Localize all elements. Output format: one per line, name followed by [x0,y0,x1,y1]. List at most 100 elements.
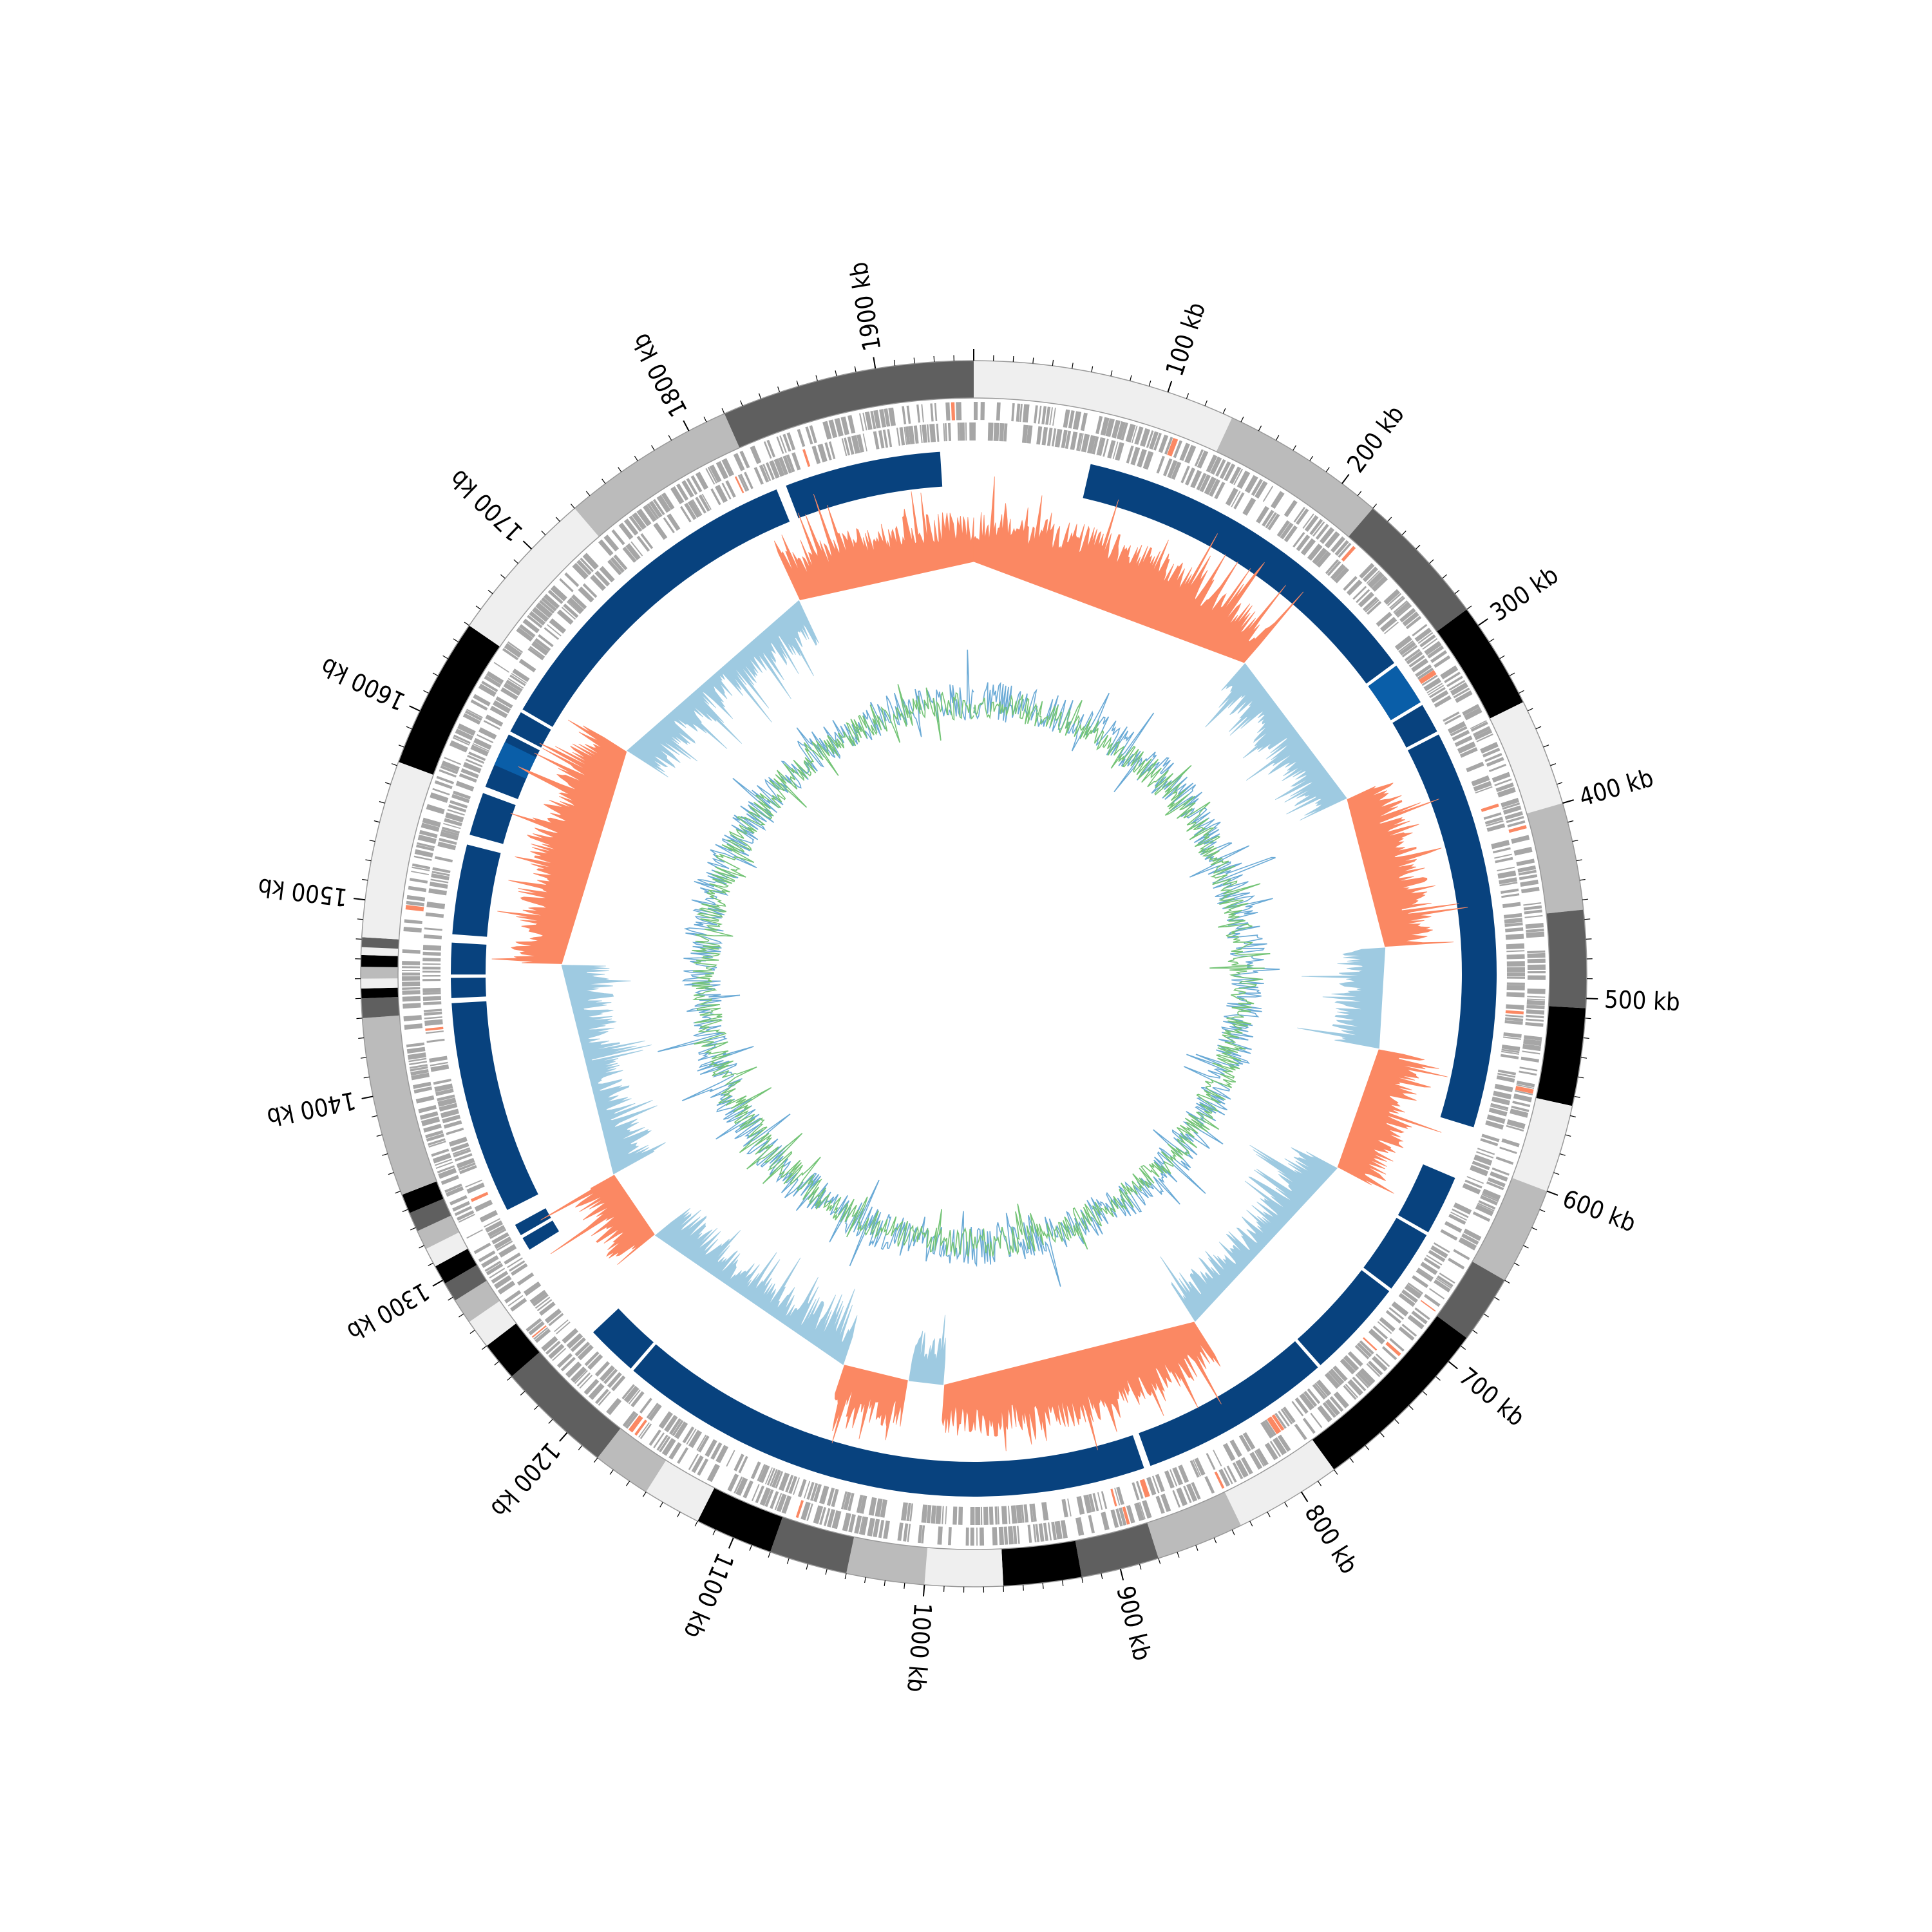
gene-mark-reverse [1505,933,1524,940]
gene-mark-forward [409,878,428,884]
gene-mark-forward [1338,542,1352,558]
gene-mark-reverse [455,781,475,791]
gene-mark-forward [458,1213,475,1223]
gene-mark-forward [1518,869,1537,876]
gene-mark-reverse [1475,786,1493,794]
gene-mark-reverse [1472,1160,1490,1170]
gene-mark-reverse [1256,506,1269,524]
contig-band [1437,1262,1505,1338]
gene-mark-forward [1481,1193,1499,1202]
gene-mark-reverse [1016,1504,1023,1524]
gene-mark-reverse [1454,735,1473,747]
gene-mark-reverse [571,594,587,610]
gene-mark-reverse [479,1209,498,1223]
gene-mark-forward [1294,1423,1307,1441]
tick-label: 1400 kb [265,1086,358,1132]
gene-mark-reverse [1238,1434,1251,1452]
minor-tick [786,1558,790,1564]
gene-mark-reverse [511,672,527,684]
contig-band [361,987,399,999]
gc-skew-track [491,476,1468,1452]
gene-mark-forward [727,1473,739,1492]
gene-mark-reverse [1433,1242,1450,1253]
gene-mark-forward [1255,480,1268,499]
gene-mark-forward [491,1271,509,1284]
gene-mark-forward [484,1260,502,1273]
gene-mark-reverse [1365,599,1379,613]
gene-mark-forward [1158,434,1169,453]
minor-tick [1293,445,1296,451]
gene-mark-forward [1251,478,1264,497]
gene-mark-forward [1262,486,1274,502]
gene-mark-forward [406,895,426,902]
gene-mark-forward [1394,601,1411,617]
gene-mark-forward [659,1435,671,1453]
gene-mark-reverse [456,1158,475,1169]
gene-mark-reverse [1448,1213,1466,1225]
contig-band [398,625,500,775]
gene-mark-reverse [1307,1388,1321,1405]
gene-mark-forward [1486,757,1504,767]
gene-mark-reverse [1452,1208,1469,1218]
gene-mark-reverse [607,559,622,576]
gene-mark-forward [750,445,762,464]
minor-tick [1435,1376,1441,1381]
gene-mark-reverse [1294,1397,1309,1414]
gene-mark-forward [1526,1005,1545,1010]
gene-mark-reverse [1401,1289,1418,1303]
gene-mark-forward [441,760,460,772]
gene-mark-forward [1389,595,1404,609]
gene-mark-reverse [1398,1293,1416,1307]
block-segment [1392,705,1437,748]
minor-tick [1408,1405,1414,1410]
gene-mark-reverse [1103,439,1109,457]
contig-band [362,1015,437,1195]
gene-mark-forward [1450,682,1468,696]
gene-mark-reverse [999,422,1005,442]
gene-mark-forward [1204,1475,1215,1494]
gene-mark-forward [1352,1376,1367,1392]
skew-negative-area [627,600,819,777]
gene-mark-reverse [1379,1317,1396,1332]
gene-mark-reverse [640,533,654,549]
gene-mark-reverse [1426,683,1443,694]
gene-mark-reverse [944,423,948,442]
gene-mark-forward [1508,825,1527,833]
contig-band [1472,1178,1548,1280]
minor-tick [432,672,439,676]
gene-mark-reverse [766,1468,775,1486]
gene-mark-reverse [587,1354,603,1370]
minor-tick [1148,380,1151,386]
major-tick [873,357,876,369]
gene-mark-forward [1110,1509,1119,1528]
gene-mark-forward [406,1042,425,1048]
contig-band [1216,417,1373,537]
gene-mark-reverse [1194,1457,1206,1476]
minor-tick [548,1419,553,1424]
gene-mark-reverse [547,624,562,637]
minor-tick [1267,1511,1271,1517]
gene-mark-forward [1502,802,1520,810]
gene-mark-forward [840,416,849,435]
gene-mark-reverse [786,454,795,473]
gene-mark-reverse [931,1505,936,1524]
gene-mark-reverse [969,422,974,441]
gene-mark-forward [1494,778,1512,786]
gene-mark-forward [1304,515,1319,532]
gene-mark-forward [834,417,844,437]
minor-tick [384,782,391,785]
gene-mark-reverse [788,1475,798,1494]
gene-mark-forward [634,1419,647,1436]
gene-mark-reverse [857,434,864,453]
gene-mark-reverse [1303,1390,1318,1407]
gene-mark-reverse [1225,488,1238,506]
gene-mark-forward [439,769,457,778]
block-segment [510,712,551,748]
minor-tick [459,1313,464,1318]
minor-tick [1139,1564,1142,1570]
gene-mark-forward [493,661,510,673]
gene-mark-reverse [549,618,567,634]
gene-mark-reverse [621,1384,635,1399]
gene-mark-forward [1063,409,1070,428]
